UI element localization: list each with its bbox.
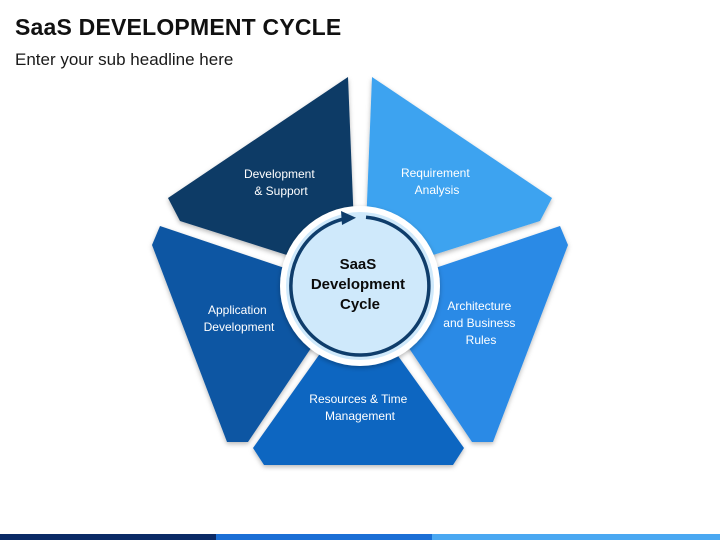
center-label: SaaS Development Cycle (311, 256, 409, 313)
segment-resources-time-management: Resources & Time Management (253, 300, 464, 465)
cycle-arrow-icon (341, 211, 356, 225)
segment-label: Resources & Time Management (309, 392, 410, 423)
slide-title: SaaS DEVELOPMENT CYCLE (15, 14, 342, 40)
segment-shape (253, 300, 464, 465)
segment-label: Requirement Analysis (401, 166, 473, 197)
segment-label: Architecture and Business Rules (443, 299, 518, 347)
segment-label: Development & Support (244, 167, 318, 198)
segment-label: Application Development (204, 303, 275, 334)
cycle-ring (289, 215, 431, 357)
slide-subtitle: Enter your sub headline here (15, 50, 234, 69)
footer-bar (0, 534, 720, 540)
center-hub: SaaS Development Cycle (280, 206, 440, 366)
center-circle (286, 212, 434, 360)
